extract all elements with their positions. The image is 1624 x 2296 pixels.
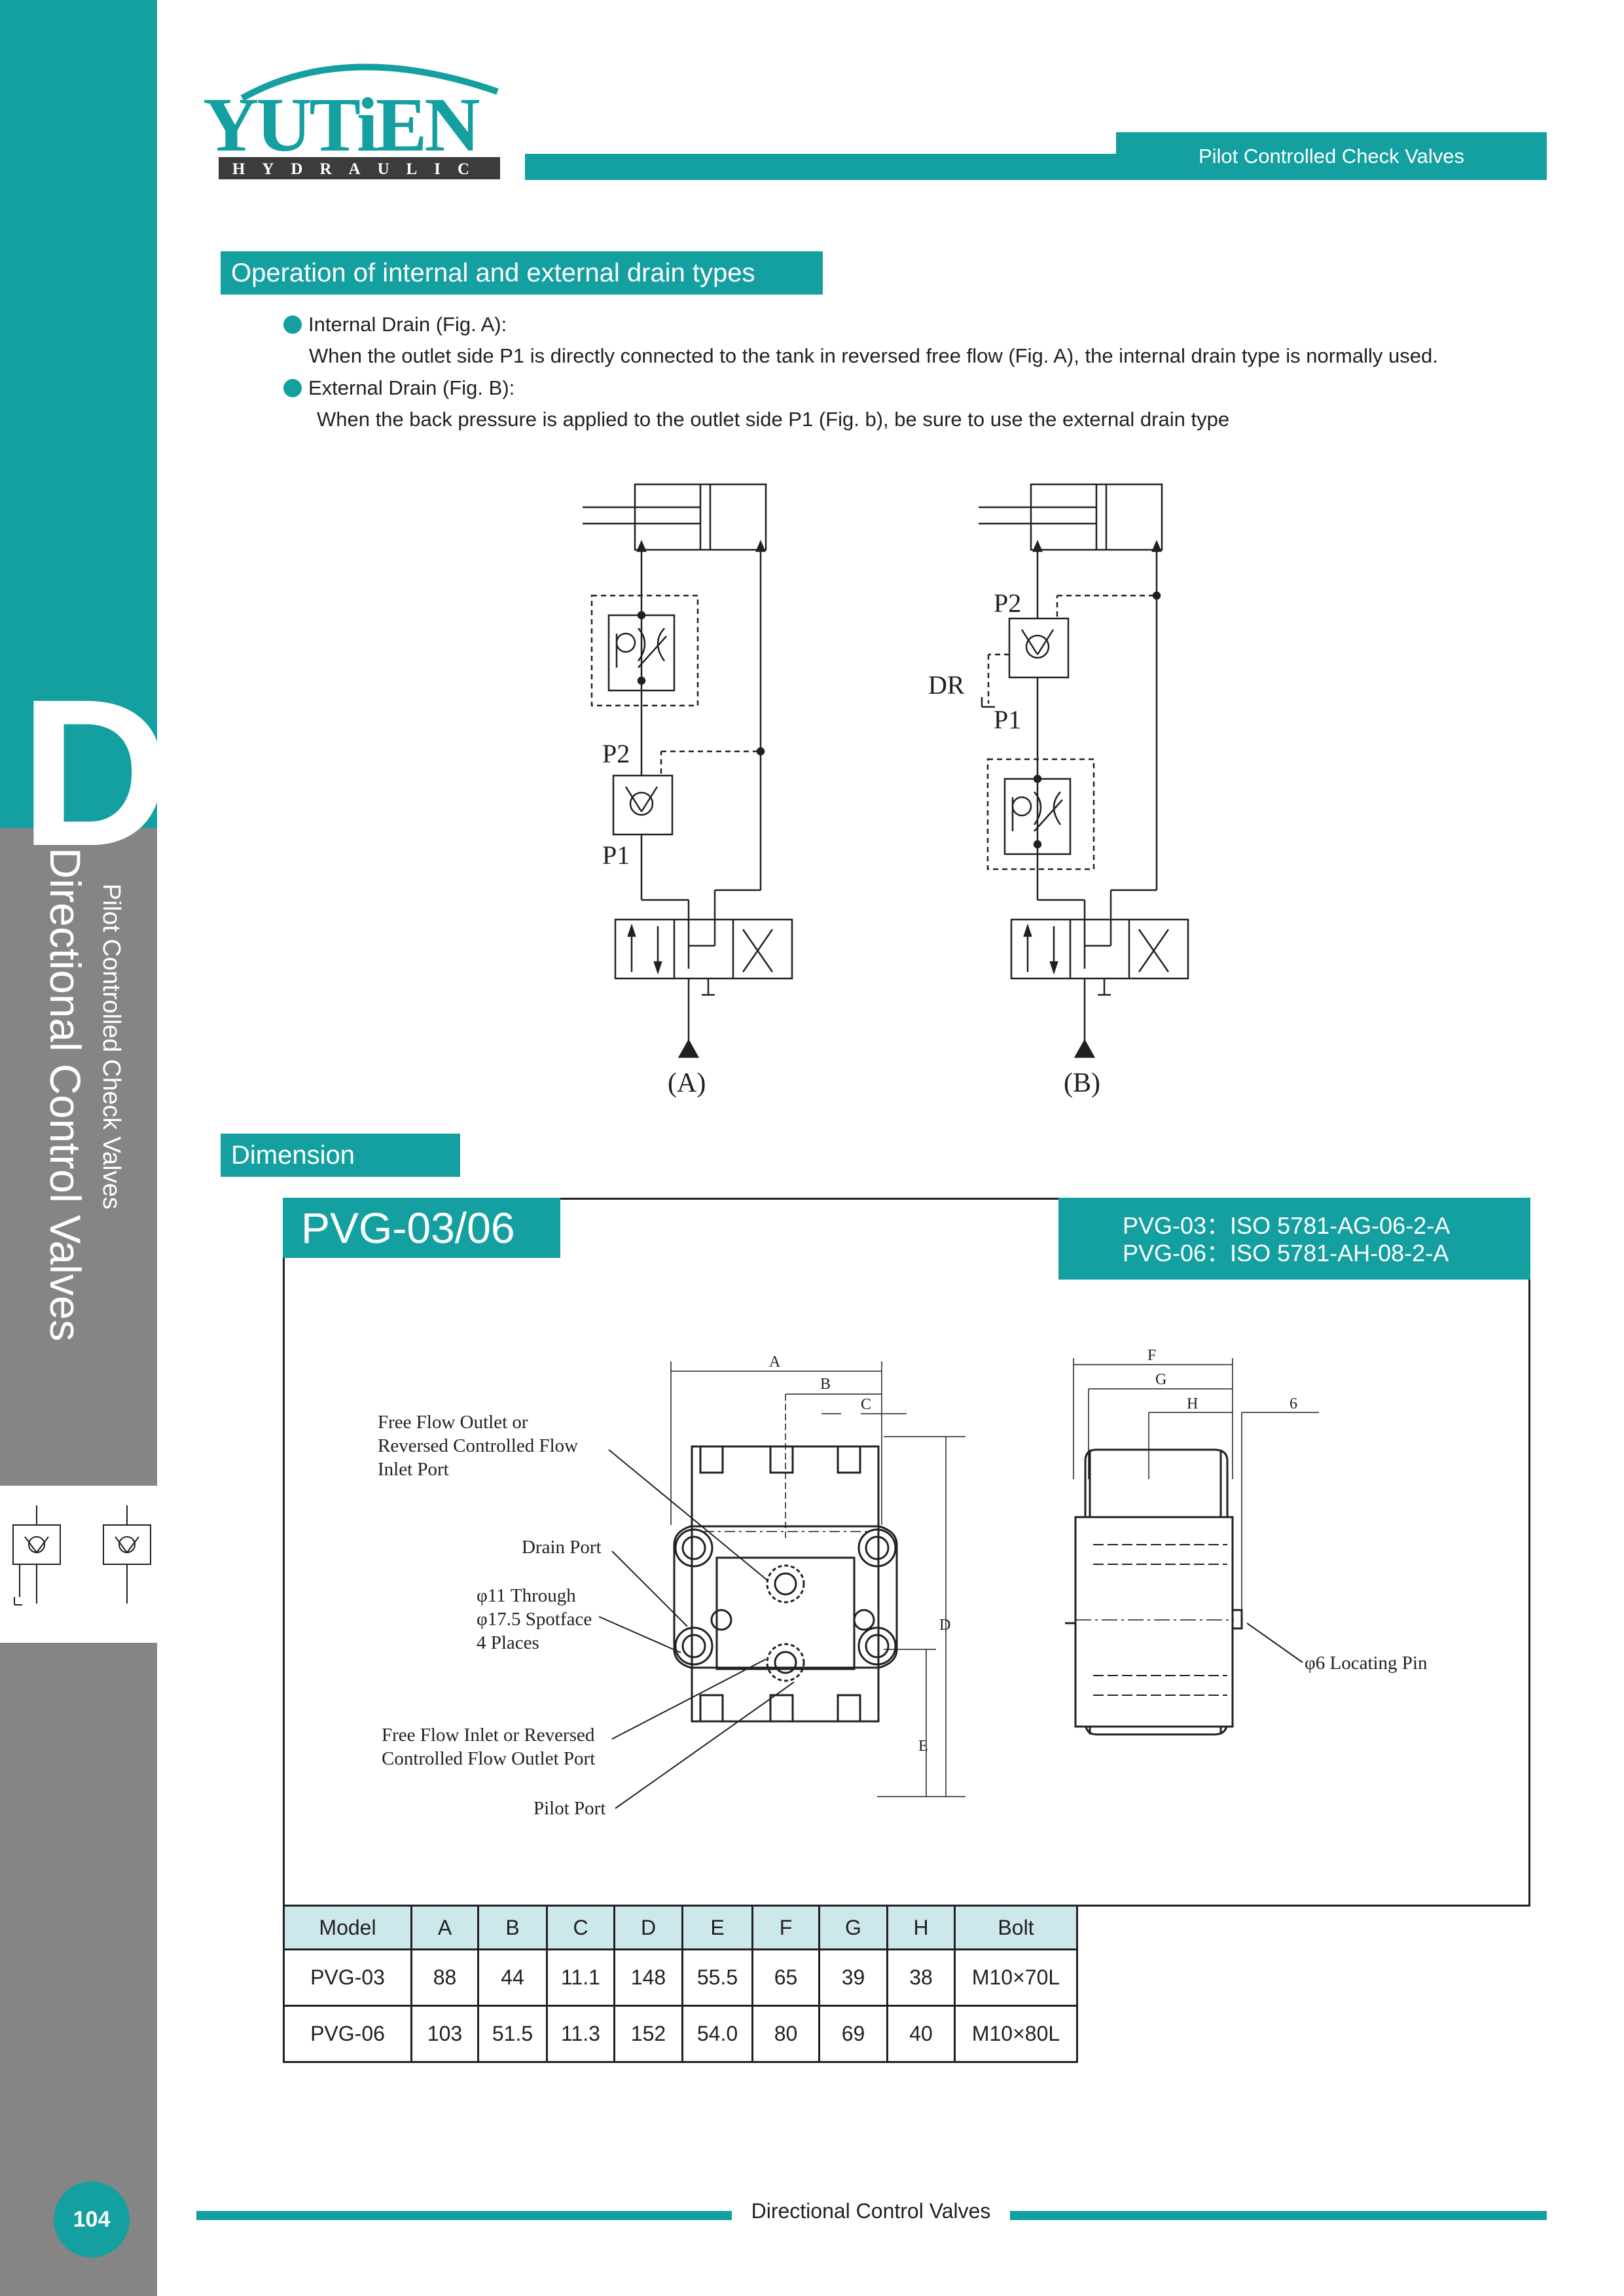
section-heading-dimension: Dimension (221, 1134, 460, 1177)
table-cell: M10×70L (954, 1948, 1078, 2007)
bullet-dot-icon (283, 379, 302, 397)
label-free-flow-outlet: Free Flow Outlet or (378, 1412, 528, 1433)
table-cell: PVG-06 (283, 2005, 412, 2063)
table-cell: 103 (410, 2005, 479, 2063)
table-cell: 11.1 (546, 1948, 615, 2007)
chapter-title: Directional Control Valves (41, 848, 90, 1342)
table-header-row: Model A B C D E F G H Bolt (283, 1905, 1078, 1950)
table-cell: 80 (751, 2005, 820, 2063)
table-cell: 40 (886, 2005, 956, 2063)
table-cell: 51.5 (477, 2005, 548, 2063)
caption-a: (A) (668, 1068, 706, 1098)
table-header: H (886, 1905, 956, 1950)
page-number: 104 (54, 2181, 130, 2257)
table-header: D (613, 1905, 683, 1950)
table-header: B (477, 1905, 548, 1950)
dimension-drawing: Free Flow Outlet or Reversed Controlled … (378, 1347, 1428, 1819)
table-cell: 148 (613, 1948, 683, 2007)
dim-label-h: H (1187, 1395, 1198, 1412)
bullet-label: Internal Drain (Fig. A): (308, 313, 507, 336)
chapter-subtitle: Pilot Controlled Check Valves (98, 884, 125, 1210)
bullet-external-drain: External Drain (Fig. B): (283, 376, 514, 400)
label-drain-port: Drain Port (522, 1537, 602, 1558)
bullet-dot-icon (283, 315, 302, 334)
check-valve-symbols-icon (12, 1505, 151, 1605)
table-header: E (681, 1905, 753, 1950)
label-bolt-holes: 4 Places (477, 1632, 539, 1653)
bullet-text: When the outlet side P1 is directly conn… (309, 344, 1438, 367)
table-header: G (818, 1905, 888, 1950)
dim-label-e: E (918, 1738, 928, 1755)
circuit-a (583, 483, 793, 1058)
iso-line: PVG-06：ISO 5781-AH-08-2-A (1123, 1240, 1449, 1266)
label-free-flow-inlet: Free Flow Inlet or Reversed (382, 1725, 595, 1746)
header-category-tab: Pilot Controlled Check Valves (1116, 132, 1547, 180)
dim-label-c: C (861, 1396, 871, 1413)
iso-line: PVG-03：ISO 5781-AG-06-2-A (1123, 1212, 1451, 1239)
bullet-text: When the back pressure is applied to the… (317, 408, 1230, 431)
table-cell: PVG-03 (283, 1948, 412, 2007)
dim-label-f: F (1147, 1347, 1156, 1364)
table-cell: 88 (410, 1948, 479, 2007)
sidebar-teal-band (0, 0, 157, 828)
hydraulic-circuits: P2 P1 (A) (583, 483, 1189, 1098)
label-dr-b: DR (928, 670, 965, 700)
circuit-b (979, 483, 1189, 1058)
label-pilot-port: Pilot Port (533, 1798, 605, 1819)
label-p2-b: P2 (994, 588, 1021, 618)
table-cell: 38 (886, 1948, 956, 2007)
brand-logo: YUTiEN HYDRAULIC (203, 52, 504, 183)
label-bolt-holes: φ17.5 Spotface (477, 1609, 592, 1630)
table-header: F (751, 1905, 820, 1950)
label-p1-a: P1 (602, 840, 630, 870)
caption-b: (B) (1064, 1068, 1100, 1098)
label-p2-a: P2 (602, 739, 630, 768)
footer-rule-right (1010, 2211, 1547, 2220)
label-bolt-holes: φ11 Through (477, 1585, 576, 1606)
label-free-flow-outlet: Reversed Controlled Flow (378, 1435, 578, 1456)
brand-tagline: HYDRAULIC (232, 160, 486, 178)
chapter-letter: D (20, 655, 171, 889)
dim-label-6: 6 (1290, 1395, 1297, 1412)
dim-label-b: B (820, 1376, 831, 1393)
dim-label-a: A (769, 1354, 781, 1371)
table-cell: 39 (818, 1948, 888, 2007)
table-cell: M10×80L (954, 2005, 1078, 2063)
label-free-flow-outlet: Inlet Port (378, 1459, 449, 1480)
table-cell: 11.3 (546, 2005, 615, 2063)
dim-label-g: G (1155, 1371, 1166, 1388)
table-cell: 152 (613, 2005, 683, 2063)
table-header: Bolt (954, 1905, 1078, 1950)
dim-label-d: D (939, 1617, 950, 1634)
label-free-flow-inlet: Controlled Flow Outlet Port (382, 1748, 595, 1769)
table-cell: 69 (818, 2005, 888, 2063)
dimension-table: Model A B C D E F G H Bolt PVG-03 88 44 … (283, 1905, 1078, 2063)
table-cell: 44 (477, 1948, 548, 2007)
label-p1-b: P1 (994, 705, 1021, 734)
table-header: Model (283, 1905, 412, 1950)
iso-standard-box: PVG-03：ISO 5781-AG-06-2-A PVG-06：ISO 578… (1058, 1198, 1530, 1280)
table-header: A (410, 1905, 479, 1950)
footer-title: Directional Control Valves (751, 2199, 991, 2223)
footer-rule-left (196, 2211, 732, 2220)
table-row: PVG-03 88 44 11.1 148 55.5 65 39 38 M10×… (283, 1948, 1078, 2007)
section-heading-operation: Operation of internal and external drain… (221, 251, 823, 295)
table-cell: 55.5 (681, 1948, 753, 2007)
table-cell: 54.0 (681, 2005, 753, 2063)
model-title: PVG-03/06 (283, 1198, 560, 1258)
label-locating-pin: φ6 Locating Pin (1305, 1653, 1428, 1674)
brand-name: YUTiEN (203, 82, 479, 168)
table-row: PVG-06 103 51.5 11.3 152 54.0 80 69 40 M… (283, 2005, 1078, 2063)
bullet-label: External Drain (Fig. B): (308, 376, 515, 399)
table-cell: 65 (751, 1948, 820, 2007)
bullet-internal-drain: Internal Drain (Fig. A): (283, 313, 507, 336)
table-header: C (546, 1905, 615, 1950)
sidebar-symbol-box (0, 1486, 157, 1643)
